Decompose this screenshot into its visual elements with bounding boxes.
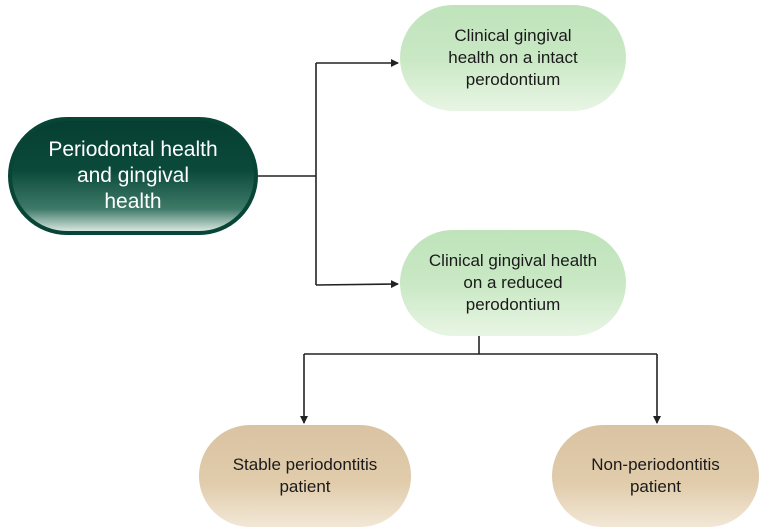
node-reduced-perodontium: Clinical gingival health on a reduced pe… [400, 230, 626, 336]
node-stable-periodontitis: Stable periodontitis patient [199, 425, 411, 527]
node-intact-perodontium-label: Clinical gingival health on a intact per… [448, 26, 578, 89]
edge-root-to-reduced [315, 280, 399, 289]
node-non-periodontitis: Non-periodontitis patient [552, 425, 759, 527]
node-stable-periodontitis-label: Stable periodontitis patient [232, 455, 378, 496]
node-reduced-perodontium-label: Clinical gingival health on a reduced pe… [428, 251, 598, 314]
node-periodontal-health: Periodontal health and gingival health [8, 117, 258, 235]
node-intact-perodontium: Clinical gingival health on a intact per… [400, 5, 626, 111]
node-periodontal-health-label: Periodontal health and gingival health [48, 138, 218, 213]
node-non-periodontitis-label: Non-periodontitis patient [591, 455, 720, 496]
